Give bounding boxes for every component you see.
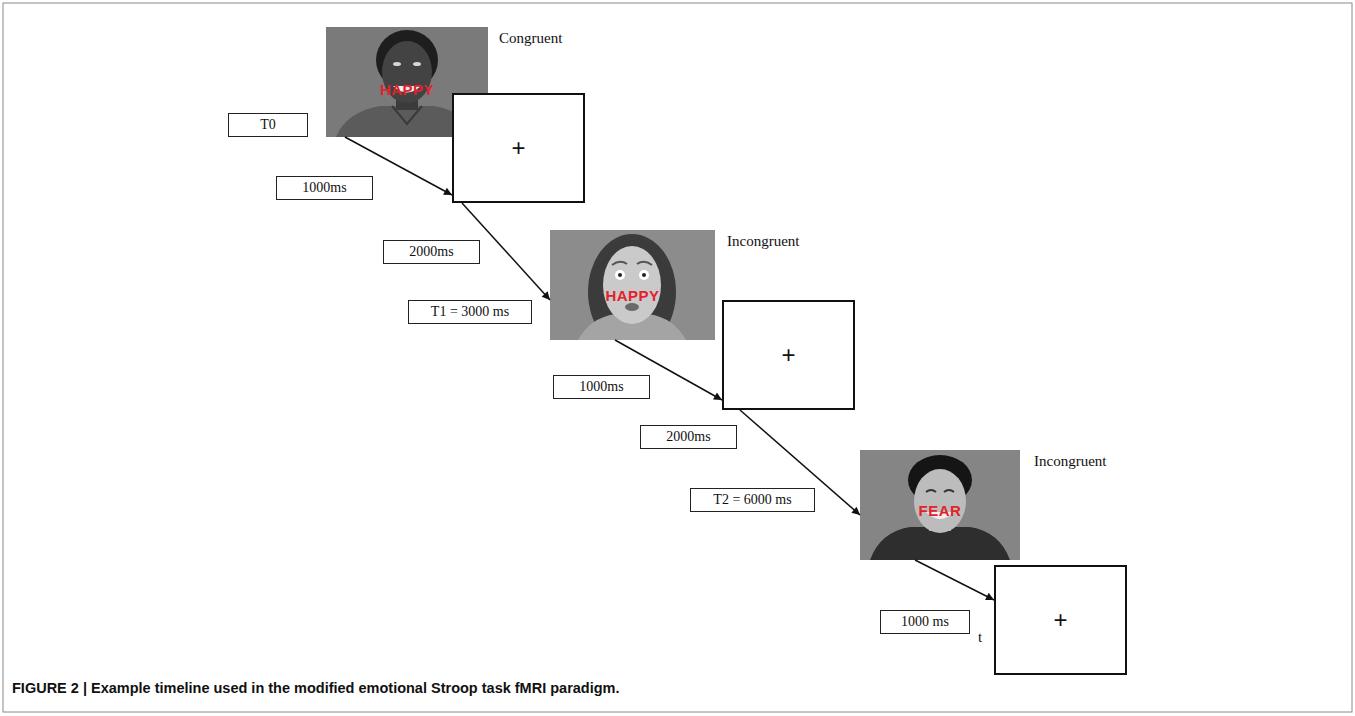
fixation-box: + xyxy=(452,93,585,203)
fixation-cross: + xyxy=(511,135,525,161)
fixation-box: + xyxy=(722,300,855,410)
timing-label: 1000 ms xyxy=(889,614,961,630)
stimulus-word: HAPPY xyxy=(380,81,434,99)
fixation-cross: + xyxy=(781,342,795,368)
timing-box: 2000ms xyxy=(640,425,737,449)
timing-label: T1 = 3000 ms xyxy=(417,304,523,320)
condition-label: Incongruent xyxy=(1034,452,1106,470)
figure-caption: FIGURE 2 | Example timeline used in the … xyxy=(12,679,620,697)
fixation-cross: + xyxy=(1053,607,1067,633)
stimulus-word: HAPPY xyxy=(605,287,659,305)
timing-box: T2 = 6000 ms xyxy=(690,488,815,512)
timing-box: T1 = 3000 ms xyxy=(408,300,532,324)
timing-label: T0 xyxy=(237,117,299,133)
timing-box: 1000 ms xyxy=(880,610,970,634)
timing-box: 1000ms xyxy=(276,176,373,200)
timeline-arrow xyxy=(915,560,994,600)
figure-frame xyxy=(3,3,1352,712)
face-photo xyxy=(550,230,715,340)
timing-label: T2 = 6000 ms xyxy=(699,492,806,508)
stimulus-face: HAPPY xyxy=(550,230,715,340)
time-axis-label: t xyxy=(978,628,982,646)
timing-label: 1000ms xyxy=(285,180,364,196)
timing-box: T0 xyxy=(228,113,308,137)
stimulus-face: FEAR xyxy=(860,450,1020,560)
condition-label: Incongruent xyxy=(727,232,799,250)
face-photo xyxy=(860,450,1020,560)
timing-label: 2000ms xyxy=(392,244,471,260)
timing-box: 1000ms xyxy=(553,375,650,399)
timing-label: 1000ms xyxy=(562,379,641,395)
fixation-box: + xyxy=(994,565,1127,675)
condition-label: Congruent xyxy=(499,29,562,47)
stimulus-word: FEAR xyxy=(919,502,962,520)
timing-label: 2000ms xyxy=(649,429,728,445)
timing-box: 2000ms xyxy=(383,240,480,264)
